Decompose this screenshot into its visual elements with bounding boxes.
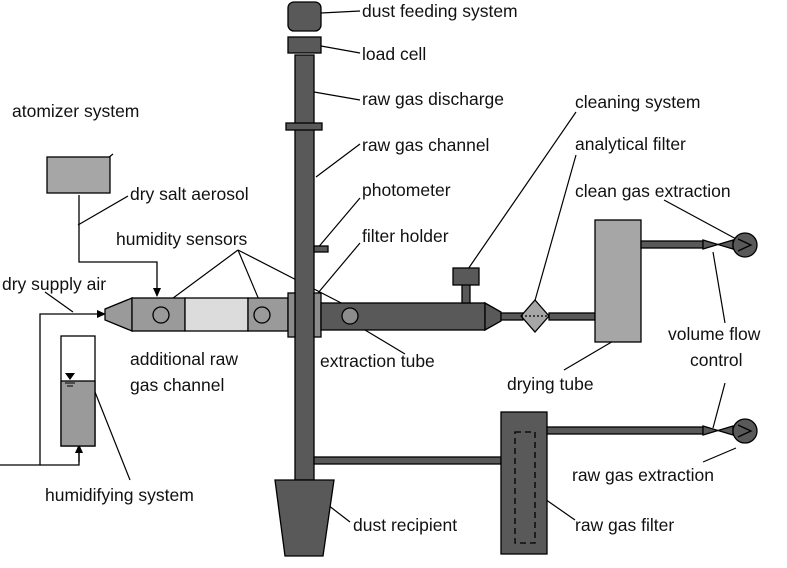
leader-load-cell (320, 45, 361, 54)
drying-tube-box (594, 219, 642, 343)
labels: dust feeding system load cell raw gas di… (2, 1, 761, 535)
label-dry-salt-aerosol: dry salt aerosol (130, 184, 249, 204)
raw-gas-channel (285, 54, 329, 481)
photometer-port (313, 245, 329, 253)
label-additional-raw-gas-channel-2: gas channel (130, 375, 224, 395)
load-cell (287, 36, 322, 54)
dust-recipient (274, 479, 335, 557)
label-raw-gas-discharge: raw gas discharge (362, 89, 504, 109)
leader-drying-tube (563, 339, 616, 371)
atomizer-box (46, 156, 111, 194)
label-humidity-sensors: humidity sensors (116, 229, 248, 249)
cleaning-system-box (452, 267, 480, 286)
leader-filter-holder (317, 242, 361, 294)
raw-valve-right (715, 425, 734, 436)
label-additional-raw-gas-channel-1: additional raw (130, 349, 238, 369)
channel-flange (285, 122, 323, 131)
raw-gas-pump-icon (732, 418, 758, 444)
leader-dry-supply-air (44, 291, 74, 313)
inlet-nozzle (104, 297, 133, 332)
label-dust-recipient: dust recipient (353, 515, 457, 535)
clean-gas-pump-icon (732, 232, 758, 258)
water-level-icon (65, 373, 75, 380)
leader-humidifying (94, 391, 131, 481)
extraction-tube (320, 267, 502, 332)
humidifying-vessel (60, 335, 96, 447)
aerosol-feed-line (78, 195, 161, 297)
raw-gas-path (274, 411, 758, 557)
label-load-cell: load cell (362, 44, 426, 64)
leader-raw-gas-discharge (313, 91, 361, 101)
dry-supply-air-line (0, 310, 106, 466)
humidity-sensor-1 (152, 306, 170, 324)
dust-feeder (287, 1, 322, 32)
label-analytical-filter: analytical filter (575, 134, 686, 154)
label-dust-feeding-system: dust feeding system (362, 1, 518, 21)
label-raw-gas-extraction: raw gas extraction (572, 465, 714, 485)
label-extraction-tube: extraction tube (320, 351, 435, 371)
label-control: control (690, 350, 743, 370)
leader-humidity-3 (237, 249, 350, 308)
leader-clean-gas-extraction (663, 199, 739, 241)
leader-cleaning-system (465, 111, 577, 273)
supply-piping (0, 195, 161, 466)
leader-lines (44, 10, 739, 523)
raw-gas-filter-element (514, 431, 536, 544)
label-photometer: photometer (362, 180, 451, 200)
clean-valve-right (715, 239, 734, 250)
leader-volume-flow-2 (712, 382, 726, 429)
leader-volume-flow-1 (712, 251, 726, 324)
label-atomizer-system: atomizer system (12, 101, 139, 121)
leader-raw-gas-channel (315, 143, 361, 178)
water-level (60, 380, 96, 447)
leader-photometer (315, 197, 361, 251)
clean-valve-left (702, 239, 721, 250)
label-dry-supply-air: dry supply air (2, 274, 106, 294)
label-raw-gas-filter: raw gas filter (575, 515, 674, 535)
clean-gas-path (500, 219, 758, 343)
leader-analytical-filter (533, 154, 577, 305)
humidifier-inlet-line (40, 444, 83, 466)
leader-raw-gas-extraction (702, 447, 737, 463)
label-drying-tube: drying tube (507, 374, 594, 394)
label-filter-holder: filter holder (362, 226, 449, 246)
humidity-sensor-3 (341, 307, 359, 325)
label-cleaning-system: cleaning system (575, 92, 700, 112)
leader-dry-salt-aerosol (77, 195, 129, 226)
raw-valve-left (702, 425, 721, 436)
label-volume-flow: volume flow (668, 324, 761, 344)
humidity-sensor-2 (253, 306, 271, 324)
raw-gas-filter-box (500, 411, 548, 555)
label-clean-gas-extraction: clean gas extraction (575, 181, 731, 201)
additional-raw-gas-channel (104, 297, 289, 332)
label-raw-gas-channel: raw gas channel (362, 135, 489, 155)
leader-dust-feeding (320, 10, 361, 14)
label-humidifying-system: humidifying system (45, 485, 194, 505)
